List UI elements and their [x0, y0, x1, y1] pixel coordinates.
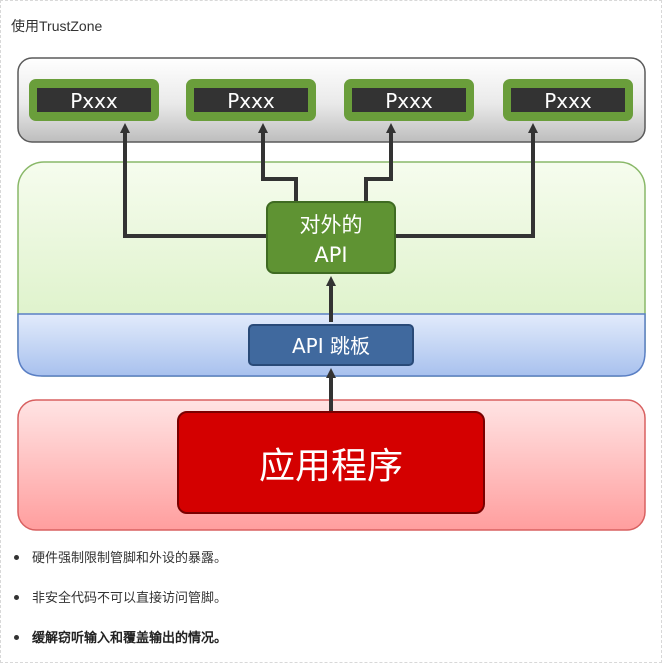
pin-box-1: Pxxx	[29, 79, 159, 121]
list-item: 非安全代码不可以直接访问管脚。	[10, 588, 650, 608]
list-item: 硬件强制限制管脚和外设的暴露。	[10, 548, 650, 568]
external-api-box: 对外的 API	[266, 201, 396, 274]
connector-pin-3	[364, 123, 396, 202]
pin-connectors	[120, 123, 538, 238]
bullet-dot	[14, 595, 19, 600]
trampoline-box: API 跳板	[248, 324, 414, 366]
pin-box-4: Pxxx	[503, 79, 633, 121]
connector-pin-2	[258, 123, 298, 202]
list-item-text: 非安全代码不可以直接访问管脚。	[32, 590, 228, 605]
list-item-text: 缓解窃听输入和覆盖输出的情况。	[32, 630, 228, 645]
pin-label-2: Pxxx	[227, 89, 275, 113]
trustzone-diagram: Pxxx Pxxx Pxxx Pxxx 对外的 API API 跳板	[17, 57, 646, 531]
application-label: 应用程序	[259, 446, 403, 487]
page-title: 使用TrustZone	[11, 18, 103, 34]
external-api-line-2: API	[314, 243, 347, 267]
list-item-text: 硬件强制限制管脚和外设的暴露。	[32, 550, 228, 565]
list-item: 缓解窃听输入和覆盖输出的情况。	[10, 628, 650, 648]
application-box: 应用程序	[177, 411, 485, 514]
bullet-dot	[14, 635, 19, 640]
external-api-line-1: 对外的	[300, 213, 363, 237]
connector-pin-1	[120, 123, 268, 238]
peripheral-band	[17, 57, 646, 143]
pin-box-2: Pxxx	[186, 79, 316, 121]
pin-label-1: Pxxx	[70, 89, 118, 113]
pin-label-4: Pxxx	[544, 89, 592, 113]
pin-label-3: Pxxx	[385, 89, 433, 113]
connector-pin-4	[395, 123, 538, 238]
trampoline-label: API 跳板	[292, 334, 370, 358]
pin-box-3: Pxxx	[344, 79, 474, 121]
feature-list: 硬件强制限制管脚和外设的暴露。 非安全代码不可以直接访问管脚。 缓解窃听输入和覆…	[10, 548, 650, 668]
bullet-dot	[14, 555, 19, 560]
